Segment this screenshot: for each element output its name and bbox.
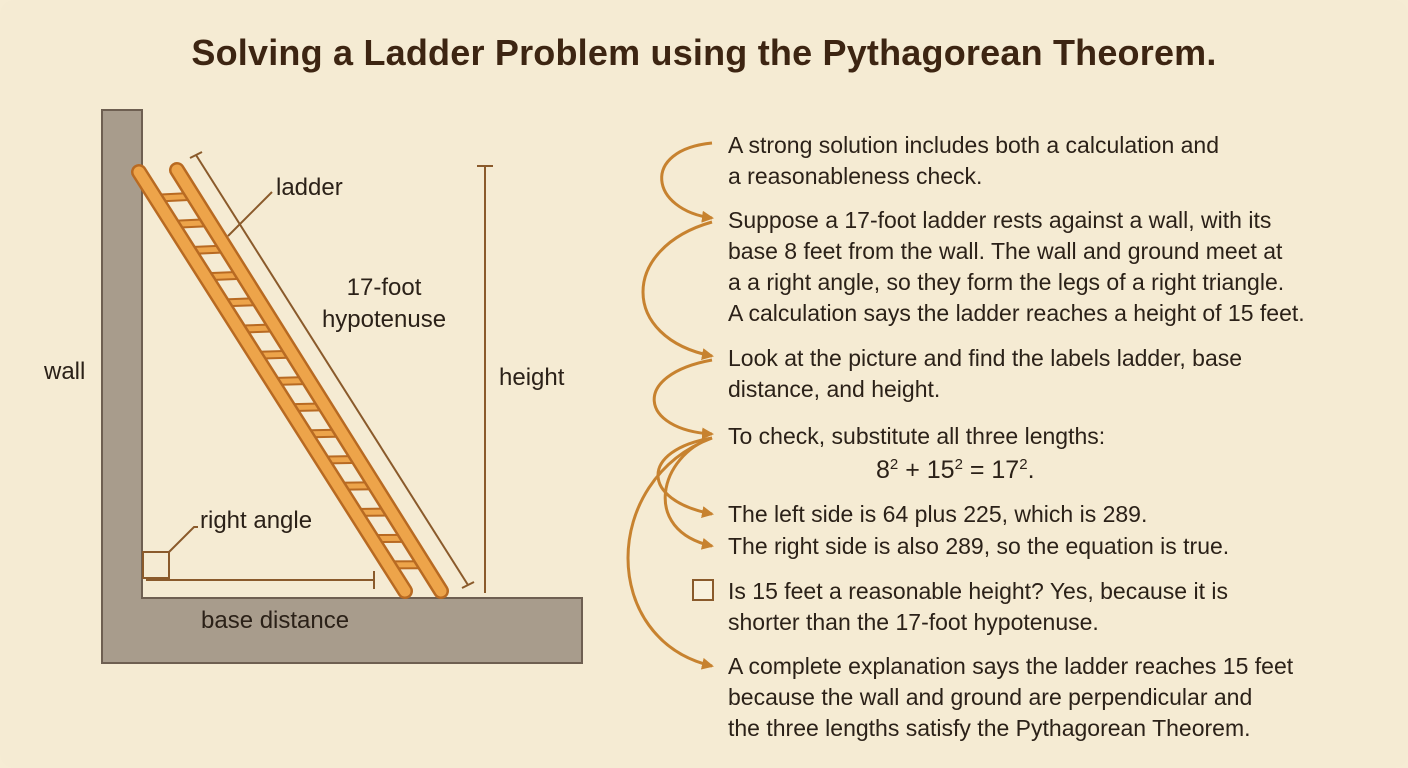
hypotenuse-marker bbox=[189, 151, 475, 589]
step-labels: Look at the picture and find the labels … bbox=[728, 343, 1388, 405]
equation-c: 17 bbox=[991, 456, 1020, 484]
step-intro: A strong solution includes both a calcul… bbox=[728, 130, 1388, 192]
step-problem-line: base 8 feet from the wall. The wall and … bbox=[728, 238, 1283, 264]
page-title: Solving a Ladder Problem using the Pytha… bbox=[191, 32, 1217, 73]
step-substitute-line: To check, substitute all three lengths: bbox=[728, 423, 1106, 449]
base-distance-marker bbox=[146, 571, 375, 589]
step-conclusion-line: because the wall and ground are perpendi… bbox=[728, 684, 1253, 710]
step-reasonable-line: Is 15 feet a reasonable height? Yes, bec… bbox=[728, 578, 1228, 604]
step-reasonable: Is 15 feet a reasonable height? Yes, bec… bbox=[728, 576, 1388, 638]
step-problem-line: A calculation says the ladder reaches a … bbox=[728, 300, 1305, 326]
ladder-label: ladder bbox=[276, 174, 343, 201]
step-conclusion-line: A complete explanation says the ladder r… bbox=[728, 653, 1294, 679]
step-problem: Suppose a 17-foot ladder rests against a… bbox=[728, 205, 1388, 329]
ladder-leader bbox=[227, 191, 273, 237]
step-substitute: To check, substitute all three lengths: bbox=[728, 421, 1388, 452]
equation-plus: + bbox=[898, 456, 927, 484]
step-problem-line: a a right angle, so they form the legs o… bbox=[728, 269, 1285, 295]
step-problem-line: Suppose a 17-foot ladder rests against a… bbox=[728, 207, 1272, 233]
right-angle-label: right angle bbox=[200, 507, 313, 534]
step-left-side-line: The left side is 64 plus 225, which is 2… bbox=[728, 501, 1148, 527]
step-reasonable-line: shorter than the 17-foot hypotenuse. bbox=[728, 609, 1099, 635]
step-intro-line: A strong solution includes both a calcul… bbox=[728, 132, 1219, 158]
hypotenuse-label-line2: hypotenuse bbox=[321, 306, 447, 333]
pythagorean-equation: 82 + 152 = 172. bbox=[876, 456, 1035, 485]
step-left-side: The left side is 64 plus 225, which is 2… bbox=[728, 499, 1388, 530]
equation-end: . bbox=[1027, 456, 1035, 484]
step-labels-line: distance, and height. bbox=[728, 376, 941, 402]
step-conclusion-line: the three lengths satisfy the Pythagorea… bbox=[728, 715, 1251, 741]
step-right-side-line: The right side is also 289, so the equat… bbox=[728, 533, 1230, 559]
flow-arrows bbox=[626, 141, 714, 670]
hypotenuse-label-line1: 17-foot bbox=[346, 274, 422, 301]
equation-exp: 2 bbox=[1019, 456, 1028, 473]
step-labels-line: Look at the picture and find the labels … bbox=[728, 345, 1243, 371]
step-right-side: The right side is also 289, so the equat… bbox=[728, 531, 1388, 562]
equation-exp: 2 bbox=[889, 456, 899, 473]
equation-equals: = bbox=[962, 456, 992, 484]
base-distance-label: base distance bbox=[201, 607, 350, 634]
right-angle-marker bbox=[142, 526, 198, 579]
equation-exp: 2 bbox=[954, 456, 963, 473]
step-intro-line: a reasonableness check. bbox=[728, 163, 983, 189]
wall-label: wall bbox=[44, 358, 86, 385]
height-marker bbox=[477, 165, 493, 593]
wall-and-ground bbox=[101, 109, 583, 664]
step-conclusion: A complete explanation says the ladder r… bbox=[728, 651, 1388, 744]
height-label: height bbox=[499, 364, 565, 391]
equation-a: 8 bbox=[876, 456, 890, 484]
equation-b: 15 bbox=[926, 456, 955, 484]
reasonableness-checkbox[interactable] bbox=[692, 579, 714, 601]
ladder bbox=[131, 162, 449, 599]
